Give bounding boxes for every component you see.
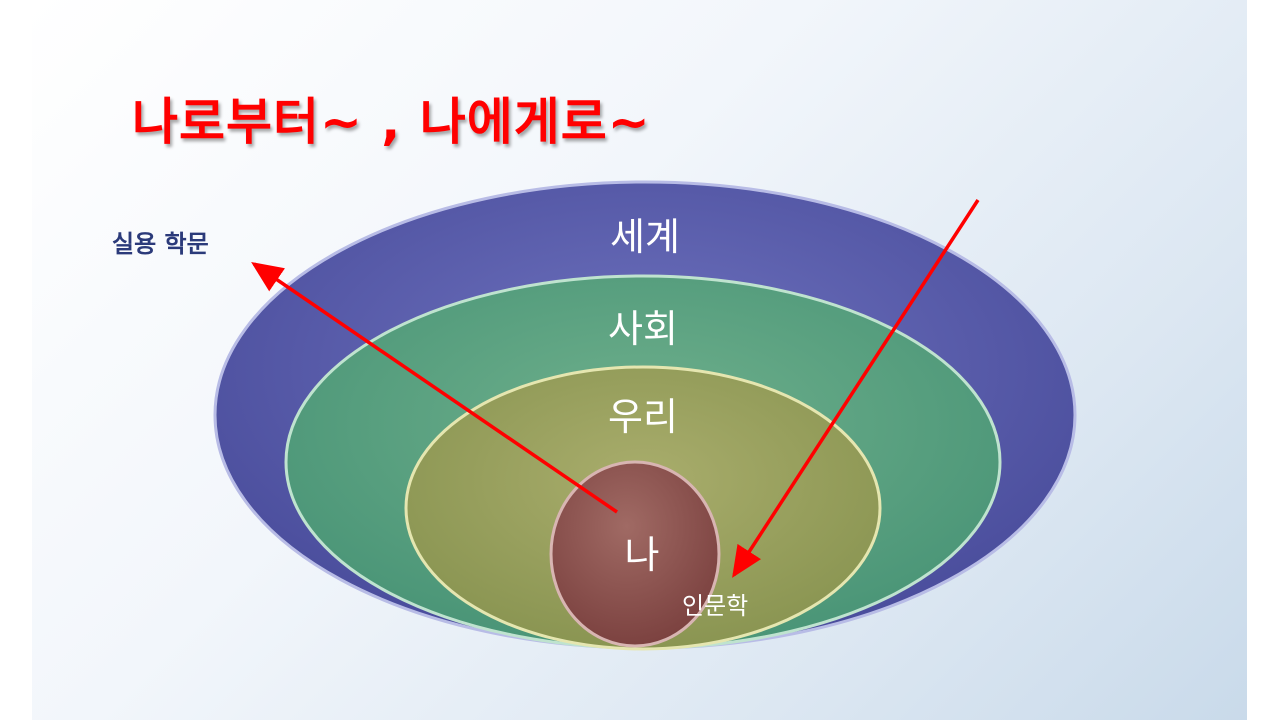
slide: 나로부터~ , 나에게로~ [32, 0, 1247, 720]
ring-label-me: 나 [625, 533, 660, 577]
nested-ellipse-diagram: 세계 사회 우리 나 실용 학문 인문학 [112, 180, 1077, 651]
outward-label: 실용 학문 [112, 230, 209, 258]
slide-title: 나로부터~ , 나에게로~ [132, 93, 651, 151]
ring-label-world: 세계 [610, 215, 680, 259]
outward-arrow [251, 262, 618, 514]
ring-label-society: 사회 [608, 307, 678, 351]
ring-me [549, 460, 721, 648]
ring-label-us: 우리 [608, 395, 678, 439]
inward-label: 인문학 [682, 592, 748, 620]
inward-arrow [732, 199, 980, 578]
